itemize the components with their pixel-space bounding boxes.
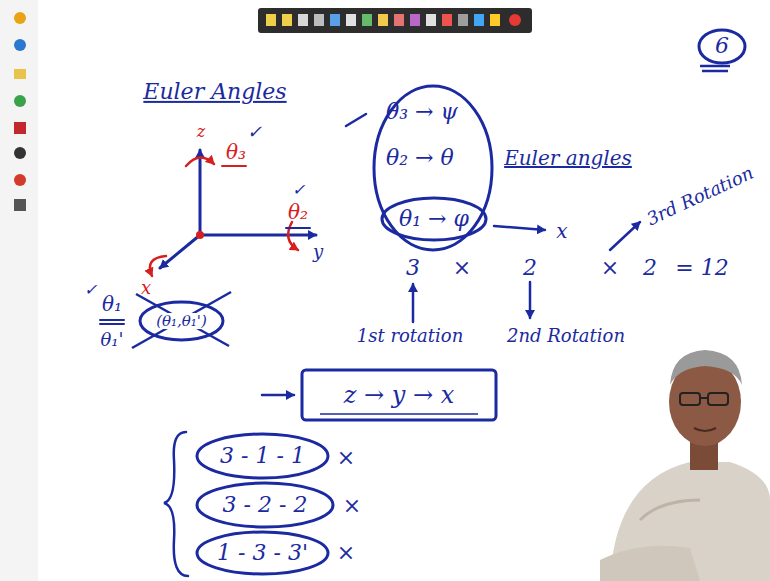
annotation-label: 3 xyxy=(406,256,420,280)
annotation-label: θ₂ xyxy=(288,201,308,223)
sidebar xyxy=(0,0,38,581)
sequence-circle: 1 - 3 - 3' xyxy=(195,530,330,576)
annotation-label: × xyxy=(453,256,471,280)
annotation-label: 3rd Rotation xyxy=(644,163,757,230)
annotation-label: = 12 xyxy=(675,256,728,280)
annotation-label: ✓ xyxy=(292,181,305,199)
node-text: θ₁ → φ xyxy=(399,207,469,231)
annotation-label: θ₁ xyxy=(102,293,122,315)
sequence-circle: 3 - 2 - 2 xyxy=(195,481,335,529)
coordinate-axes xyxy=(100,150,316,324)
annotation-label: ✓ xyxy=(84,281,97,299)
annotation-label: 2 xyxy=(523,256,537,280)
node-text: 6 xyxy=(715,34,729,58)
node-text: (θ₁,θ₁') xyxy=(156,313,207,330)
annotation-label: x xyxy=(556,220,567,242)
annotation-arrows xyxy=(164,114,640,576)
node-text: 1 - 3 - 3' xyxy=(217,541,308,565)
annotation-label: θ₃ xyxy=(226,141,246,163)
annotation-label: z xyxy=(197,123,205,141)
annotation-label: Euler angles xyxy=(504,147,632,169)
node-text: θ₃ → ψ xyxy=(386,100,458,124)
underline xyxy=(700,65,730,68)
annotation-label: × xyxy=(337,541,355,565)
annotation-label: x xyxy=(141,278,151,298)
underline xyxy=(702,70,728,73)
annotation-label: y xyxy=(313,242,323,262)
heading: Euler Angles xyxy=(143,80,286,104)
sequence-box: z → y → x xyxy=(300,368,498,422)
node-text: 3 - 2 - 2 xyxy=(223,493,308,517)
node-text: 3 - 1 - 1 xyxy=(220,444,305,468)
toolbar xyxy=(258,8,532,33)
annotation-label: 1st rotation xyxy=(357,326,463,346)
annotation-label: × xyxy=(337,446,355,470)
node-text: θ₂ → θ xyxy=(386,146,454,170)
crossed-out-circle: (θ₁,θ₁') xyxy=(138,300,225,342)
annotation-label: 2 xyxy=(643,256,657,280)
euler-angle-group: θ₃ → ψ θ₂ → θ θ₁ → φ xyxy=(372,84,494,252)
angle-circle: θ₁ → φ xyxy=(380,196,488,242)
annotation-label: 2nd Rotation xyxy=(507,326,625,346)
annotation-label: ✓ xyxy=(247,122,262,142)
sequence-circle: 3 - 1 - 1 xyxy=(195,432,330,480)
page-number-circle: 6 xyxy=(697,28,747,65)
annotation-label: × xyxy=(343,494,361,518)
instructor-photo xyxy=(600,350,770,581)
node-text: z → y → x xyxy=(344,382,454,408)
annotation-label: × xyxy=(601,256,619,280)
annotation-label: θ₁' xyxy=(100,330,123,350)
